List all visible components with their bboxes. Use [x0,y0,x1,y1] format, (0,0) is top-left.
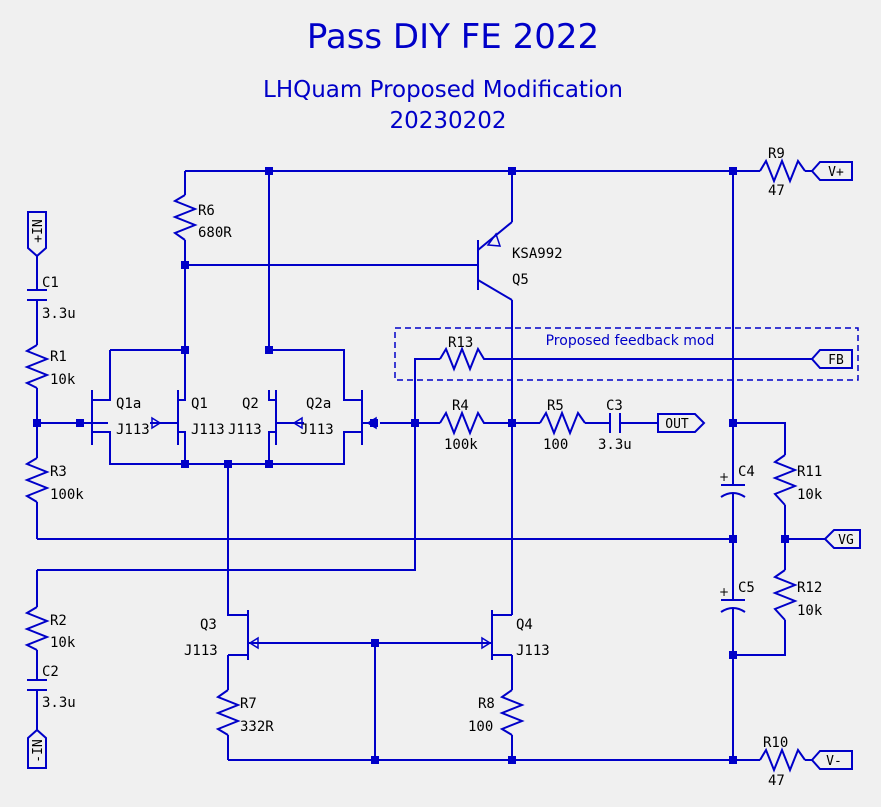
svg-text:OUT: OUT [665,417,689,432]
label-r5-ref: R5 [547,398,564,414]
component-labels: R6 680R KSA992 Q5 R9 47 R10 47 C1 3.3u R… [42,146,823,789]
label-r13-ref: R13 [448,335,473,351]
svg-text:+: + [719,585,729,599]
label-r2-ref: R2 [50,613,67,629]
resistor-r4 [439,410,490,436]
label-r1-ref: R1 [50,349,67,365]
label-r8-ref: R8 [478,696,495,712]
resistor-r13 [439,346,490,372]
label-q5-value: KSA992 [512,246,563,262]
svg-text:+: + [719,470,729,484]
svg-text:-IN: -IN [31,739,46,762]
label-q2a-ref: Q2a [306,396,331,412]
label-q1a-ref: Q1a [116,396,141,412]
svg-text:FB: FB [828,353,844,368]
port-out: OUT [657,413,706,433]
label-r9-value: 47 [768,183,785,199]
resistor-r2 [24,606,50,651]
label-q2-value: J113 [228,422,262,438]
label-q1a-value: J113 [116,422,150,438]
resistor-r5 [539,410,586,436]
jfet-q2a [343,390,377,450]
jfet-q2 [268,390,304,450]
label-r10-ref: R10 [763,735,788,751]
junction-dots [33,167,789,764]
resistor-r8 [499,689,525,736]
resistor-r9 [759,158,806,184]
label-c3-value: 3.3u [598,437,632,453]
port-v-pos: V+ [810,161,853,181]
svg-text:V+: V+ [828,165,844,180]
resistor-r11 [772,454,798,506]
label-r11-value: 10k [797,487,823,503]
svg-text:VG: VG [838,533,854,548]
label-r3-value: 100k [50,487,84,503]
label-r10-value: 47 [768,773,785,789]
label-r7-ref: R7 [240,696,257,712]
label-c1-value: 3.3u [42,306,76,322]
resistor-r1 [24,344,50,389]
port-vg: VG [823,529,861,549]
port-in-pos: +IN [27,211,47,258]
label-c3-ref: C3 [606,398,623,414]
label-c2-ref: C2 [42,664,59,680]
label-r6-value: 680R [198,225,232,241]
label-r8-value: 100 [468,719,493,735]
label-c4-ref: C4 [738,464,755,480]
label-q3-ref: Q3 [200,617,217,633]
resistor-r10 [759,747,806,773]
feedback-mod-box [394,327,859,381]
label-q2-ref: Q2 [242,396,259,412]
bjt-q5 [477,221,513,301]
label-q1-ref: Q1 [191,396,208,412]
label-r3-ref: R3 [50,464,67,480]
jfet-q3 [227,610,371,660]
port-in-neg: -IN [27,728,47,769]
jfet-q1 [150,390,186,450]
label-q2a-value: J113 [300,422,334,438]
capacitor-c1 [27,289,47,301]
schematic-title: Pass DIY FE 2022 [307,17,599,57]
capacitor-c3 [609,413,621,433]
capacitor-c5: + [719,585,746,615]
capacitor-c4: + [719,470,746,500]
label-r2-value: 10k [50,635,76,651]
label-r7-value: 332R [240,719,274,735]
wires [36,170,825,761]
label-q3-value: J113 [184,643,218,659]
label-r11-ref: R11 [797,464,822,480]
label-r6-ref: R6 [198,203,215,219]
label-r12-value: 10k [797,603,823,619]
label-q5-ref: Q5 [512,272,529,288]
label-r5-value: 100 [543,437,568,453]
jfet-q1a [84,390,111,450]
port-v-neg: V- [810,750,853,770]
label-r9-ref: R9 [768,146,785,162]
port-fb: FB [810,349,853,369]
feedback-mod-note: Proposed feedback mod [546,333,715,349]
jfet-q4 [379,610,512,660]
label-c5-ref: C5 [738,580,755,596]
label-r4-value: 100k [444,437,478,453]
label-r12-ref: R12 [797,580,822,596]
label-r4-ref: R4 [452,398,469,414]
label-q4-value: J113 [516,643,550,659]
label-c2-value: 3.3u [42,695,76,711]
label-r1-value: 10k [50,372,76,388]
capacitor-c2 [27,679,47,691]
resistor-r6 [172,194,198,241]
svg-text:V-: V- [826,754,842,769]
schematic-subtitle: LHQuam Proposed Modification [263,77,623,103]
schematic-date: 20230202 [389,108,506,134]
label-c1-ref: C1 [42,275,59,291]
resistor-r7 [215,689,241,736]
svg-text:+IN: +IN [31,219,46,242]
resistor-r3 [24,457,50,503]
label-q4-ref: Q4 [516,617,533,633]
label-q1-value: J113 [191,422,225,438]
resistor-r12 [772,569,798,621]
